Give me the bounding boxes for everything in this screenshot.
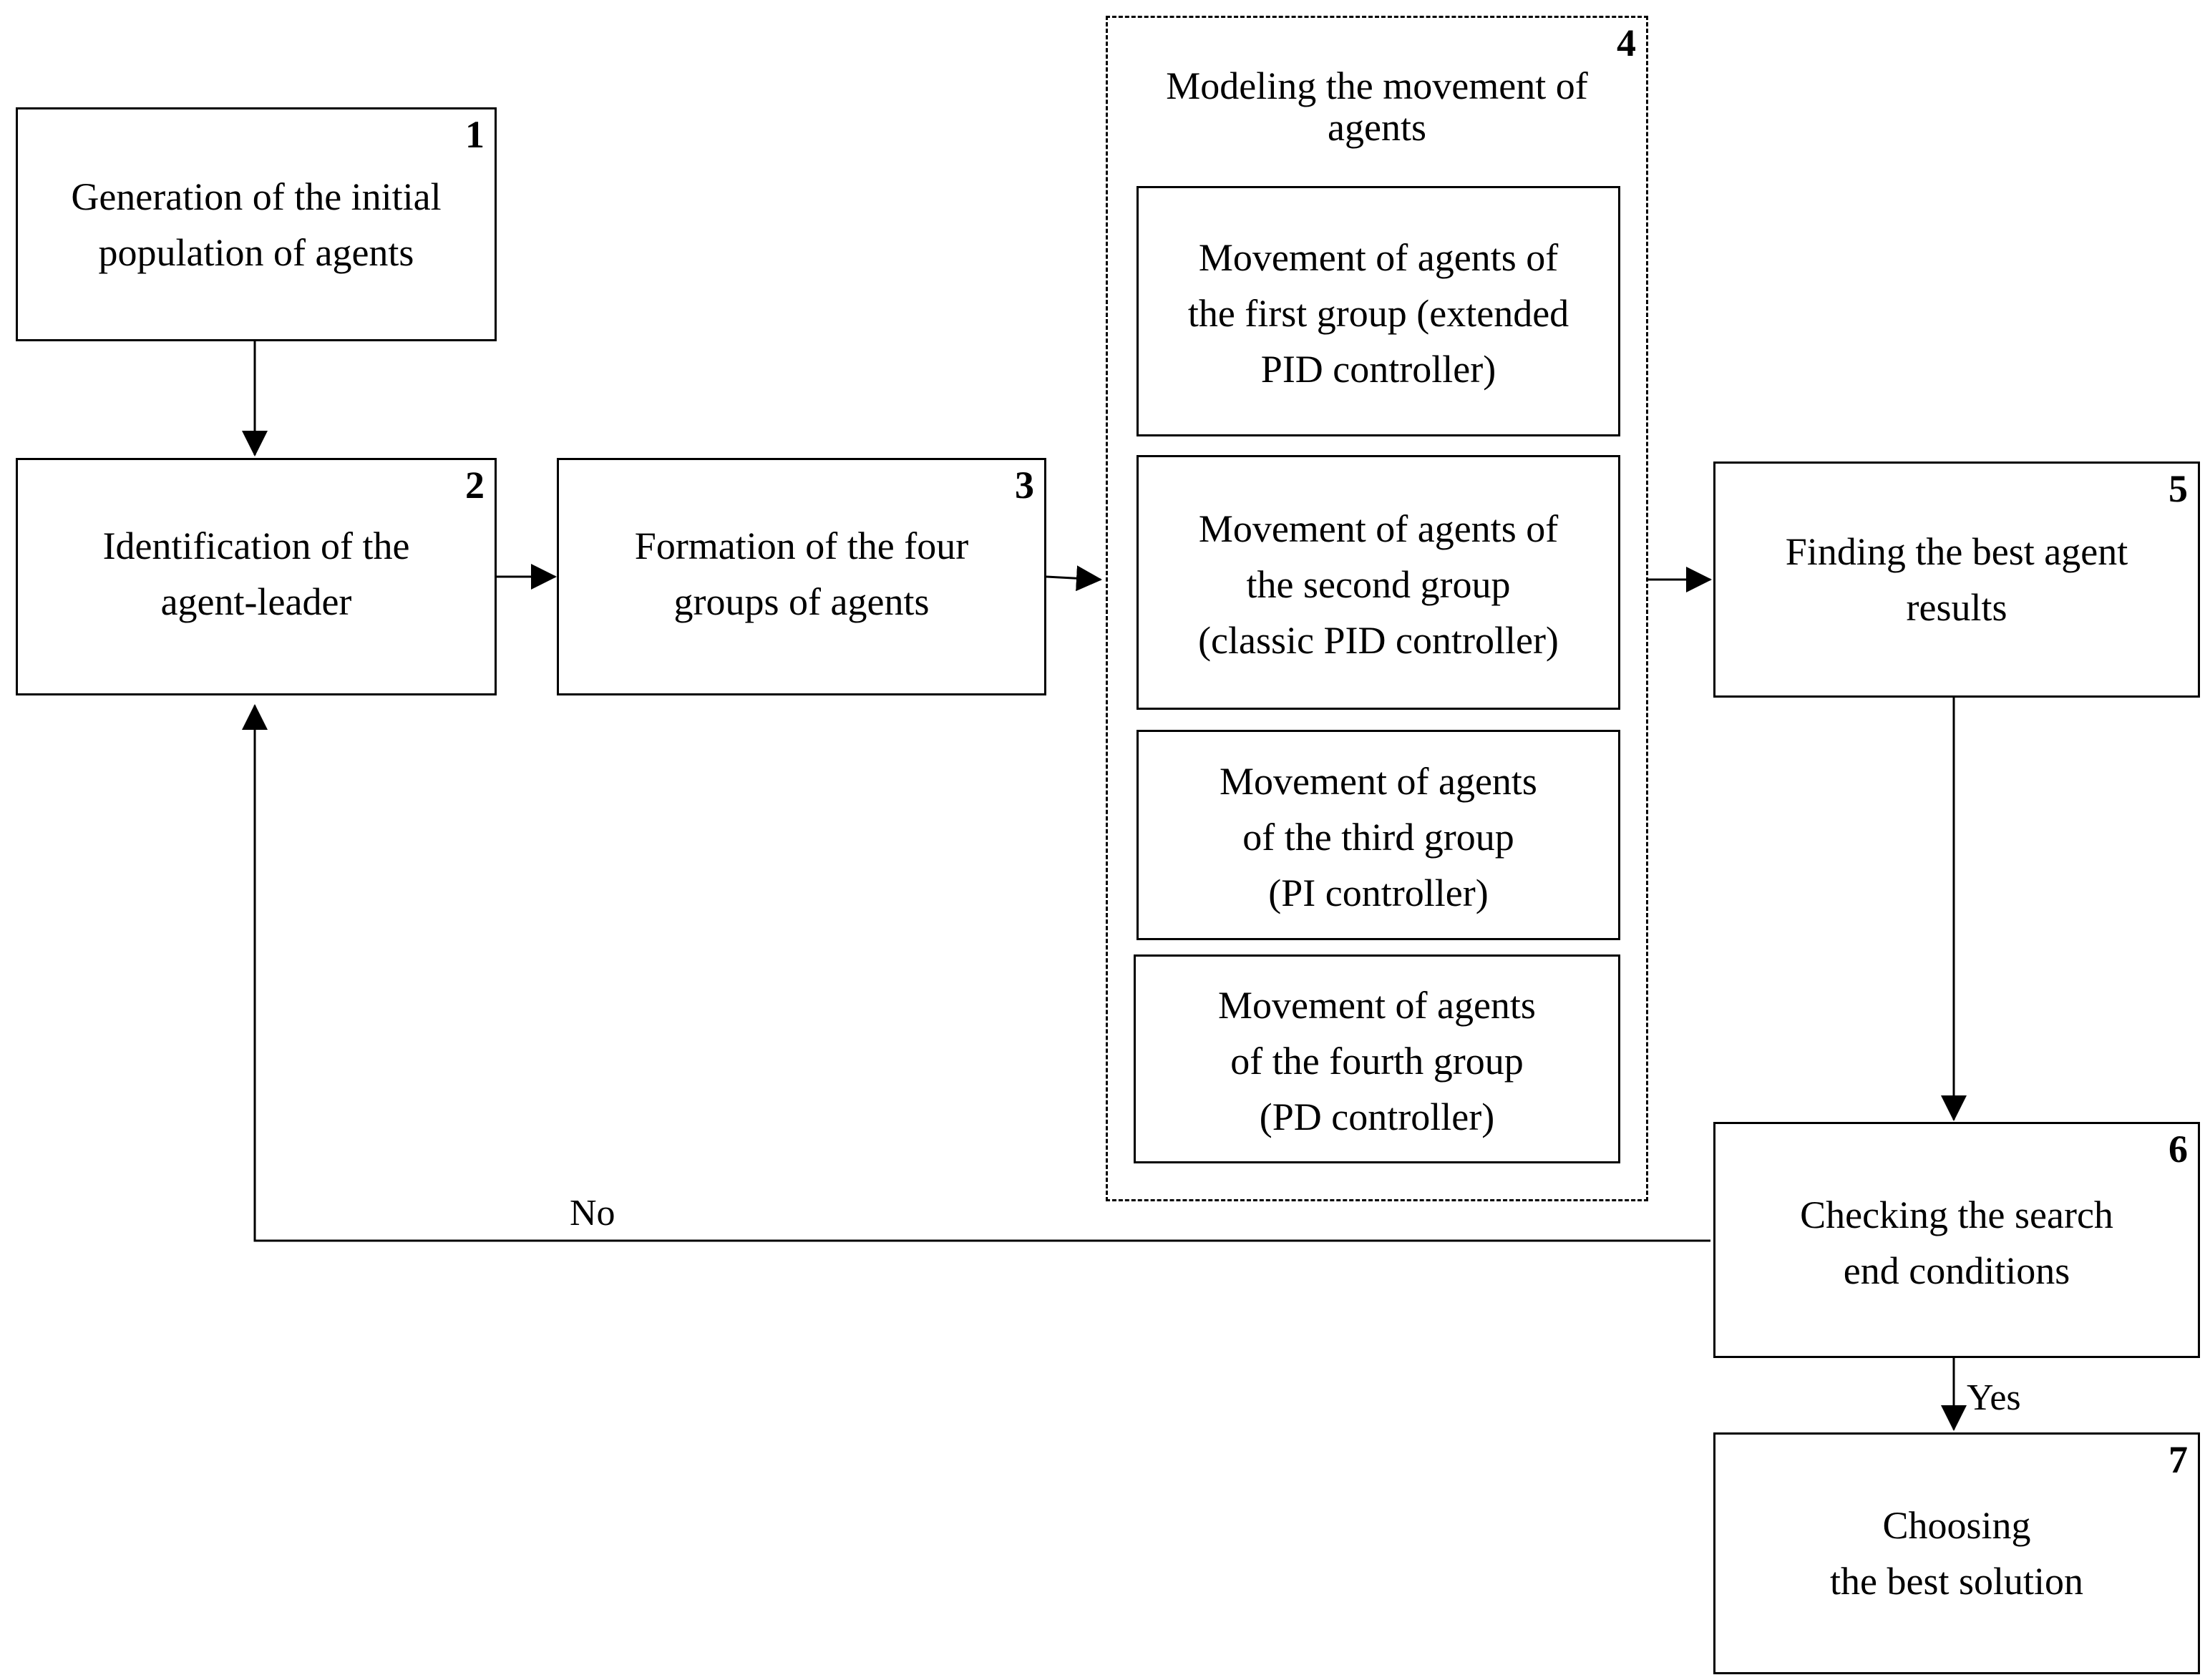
node-number: 6 (2169, 1128, 2188, 1171)
node-label: Checking the search end conditions (1800, 1193, 2113, 1292)
node-number: 4 (1617, 21, 1636, 64)
node-3-formation: 3 Formation of the four groups of agents (557, 458, 1046, 695)
sub-box-fourth-group: Movement of agents of the fourth group (… (1134, 954, 1620, 1163)
node-number: 7 (2169, 1438, 2188, 1481)
node-label: Generation of the initial population of … (71, 175, 442, 274)
edge-3-to-4 (1046, 565, 1102, 592)
node-number: 2 (465, 464, 485, 507)
group-title: Modeling the movement of agents (1166, 64, 1588, 149)
node-number: 5 (2169, 467, 2188, 510)
node-label: Finding the best agent results (1785, 530, 2128, 629)
node-4-modeling-group: 4 Modeling the movement of agents (1106, 16, 1648, 1201)
edge-6-to-2-no (242, 704, 1710, 1242)
node-5-finding-best: 5 Finding the best agent results (1713, 461, 2200, 698)
sub-box-label: Movement of agents of the fourth group (… (1218, 984, 1536, 1138)
node-label: Formation of the four groups of agents (634, 524, 969, 623)
node-7-choosing-solution: 7 Choosing the best solution (1713, 1432, 2200, 1674)
node-label: Choosing the best solution (1830, 1504, 2083, 1603)
node-number: 3 (1015, 464, 1034, 507)
node-1-generation: 1 Generation of the initial population o… (16, 107, 497, 341)
sub-box-label: Movement of agents of the third group (P… (1220, 760, 1537, 914)
node-2-identification: 2 Identification of the agent-leader (16, 458, 497, 695)
node-6-checking-conditions: 6 Checking the search end conditions (1713, 1122, 2200, 1358)
sub-box-label: Movement of agents of the first group (e… (1187, 236, 1569, 391)
edge-label-yes: Yes (1967, 1377, 2021, 1418)
node-number: 1 (465, 113, 485, 156)
sub-box-first-group: Movement of agents of the first group (e… (1136, 186, 1620, 436)
sub-box-third-group: Movement of agents of the third group (P… (1136, 730, 1620, 940)
node-label: Identification of the agent-leader (102, 524, 410, 623)
sub-box-second-group: Movement of agents of the second group (… (1136, 455, 1620, 710)
sub-box-label: Movement of agents of the second group (… (1198, 507, 1559, 662)
edge-label-no: No (570, 1193, 615, 1234)
